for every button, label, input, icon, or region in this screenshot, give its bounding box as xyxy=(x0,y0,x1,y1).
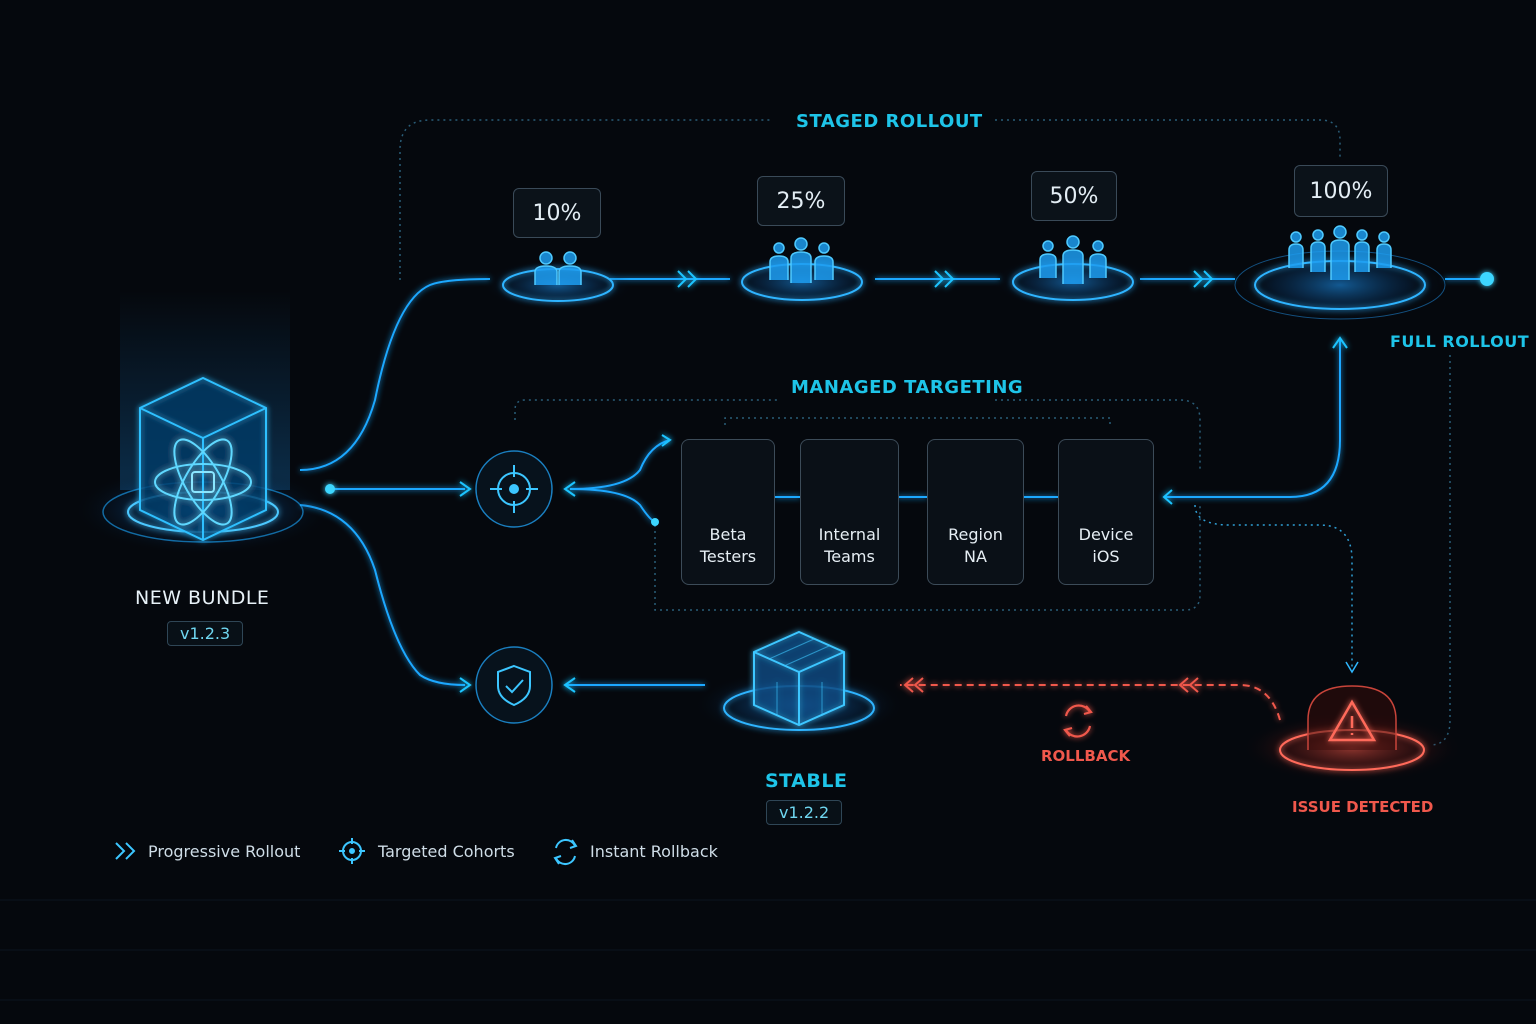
cohort-card-device-ios[interactable]: Device iOS xyxy=(1058,439,1154,585)
issue-path xyxy=(1194,504,1353,668)
legend-item-instant-rollback: Instant Rollback xyxy=(590,842,718,861)
new-bundle-version: v1.2.3 xyxy=(167,621,244,646)
cohort-card-line2: Teams xyxy=(824,547,875,566)
stage-percent-label: 10% xyxy=(513,188,601,238)
bundle-output-dot xyxy=(325,484,335,494)
shield-check-node xyxy=(475,646,553,724)
legend-item-progressive-rollout: Progressive Rollout xyxy=(148,842,301,861)
refresh-icon xyxy=(553,838,578,866)
stage-25-node xyxy=(722,237,882,310)
full-rollout-endpoint xyxy=(1480,272,1494,286)
cohort-card-line2: NA xyxy=(964,547,987,566)
stage-10-node xyxy=(483,251,633,311)
stable-node xyxy=(694,630,904,740)
crosshair-node xyxy=(475,450,553,528)
stable-version: v1.2.2 xyxy=(766,800,843,825)
flow-arrowheads xyxy=(459,270,1348,693)
cohort-card-line1: Device xyxy=(1078,525,1134,544)
crosshair-icon xyxy=(490,465,538,513)
users-icon xyxy=(1039,235,1107,284)
stage-percent-label: 50% xyxy=(1031,171,1117,221)
stage-50-node xyxy=(993,235,1153,310)
shield-check-icon xyxy=(497,664,531,707)
legend-icons xyxy=(115,838,578,866)
double-chevron-icon xyxy=(934,270,955,288)
cohort-card-line1: Region xyxy=(948,525,1003,544)
users-icon xyxy=(1288,225,1392,280)
rollback-label: ROLLBACK xyxy=(1041,747,1131,765)
staged-rollout-frame xyxy=(399,119,1341,280)
managed-targeting-title: MANAGED TARGETING xyxy=(791,377,1024,398)
warning-icon xyxy=(1327,699,1377,742)
rollback-path xyxy=(900,677,1281,721)
flow-lines xyxy=(299,278,1485,686)
stage-percent-label: 25% xyxy=(757,176,845,226)
stage-100-node xyxy=(1230,225,1450,323)
issue-node xyxy=(1242,685,1462,783)
cohort-card-line2: Testers xyxy=(699,547,757,566)
cohort-card-line1: Beta xyxy=(709,525,747,544)
cohort-card-line1: Internal xyxy=(818,525,881,544)
crosshair-icon xyxy=(339,838,365,864)
users-icon xyxy=(534,251,582,285)
legend-item-targeted-cohorts: Targeted Cohorts xyxy=(378,842,515,861)
new-bundle-title: NEW BUNDLE xyxy=(135,587,270,609)
cohort-card-line2: iOS xyxy=(1092,547,1120,566)
react-cube-icon xyxy=(139,376,267,542)
refresh-icon xyxy=(1063,704,1093,738)
new-bundle-node xyxy=(73,290,333,555)
full-rollout-label: FULL ROLLOUT xyxy=(1390,332,1530,351)
stage-percent-label: 100% xyxy=(1294,165,1388,217)
double-chevron-icon xyxy=(115,842,136,860)
users-icon xyxy=(769,237,834,283)
double-chevron-icon xyxy=(677,270,698,288)
issue-detected-label: ISSUE DETECTED xyxy=(1292,798,1434,816)
cohort-branch-dot xyxy=(651,518,659,526)
stable-title: STABLE xyxy=(765,770,848,792)
double-chevron-icon xyxy=(1193,270,1214,288)
cube-icon xyxy=(753,630,845,727)
floor-grid xyxy=(0,899,1536,1001)
staged-rollout-title: STAGED ROLLOUT xyxy=(796,111,983,132)
